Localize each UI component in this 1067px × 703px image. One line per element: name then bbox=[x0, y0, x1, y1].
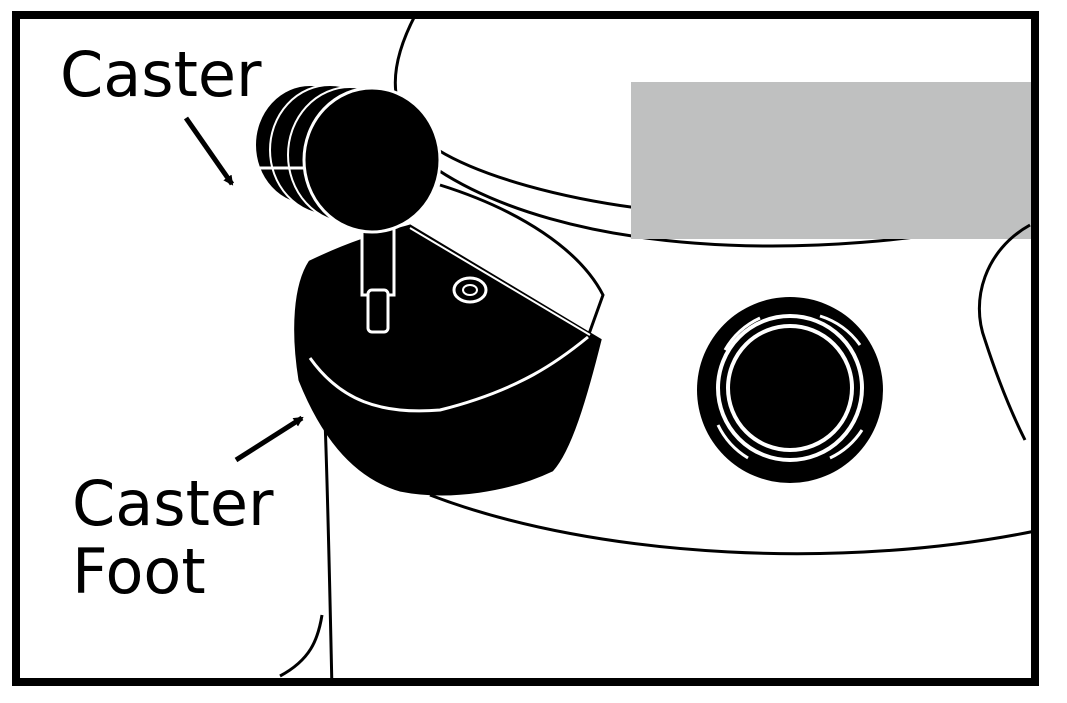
screw-icon bbox=[452, 276, 488, 304]
caster-foot-label-line1: Caster bbox=[72, 467, 274, 540]
caster-foot-arrow-icon bbox=[234, 415, 304, 463]
caster-wheel bbox=[302, 86, 442, 234]
caster-pin bbox=[366, 288, 390, 334]
caster-foot bbox=[294, 224, 602, 496]
caster-label: Caster bbox=[60, 38, 262, 111]
leg-foot-edge bbox=[279, 614, 324, 678]
mount-outline bbox=[439, 183, 605, 346]
lower-body-edge bbox=[429, 493, 1035, 556]
caster-foot-top-edge bbox=[409, 227, 591, 336]
leg-line bbox=[323, 419, 334, 682]
frame bbox=[12, 11, 1039, 686]
caster-stem bbox=[360, 223, 396, 297]
caster-foot-label: Caster Foot bbox=[72, 470, 274, 606]
side-bulge bbox=[977, 223, 1031, 441]
caster-foot-label-line2: Foot bbox=[72, 535, 206, 608]
caster-arrow-icon bbox=[183, 116, 235, 186]
redaction-block bbox=[631, 82, 1035, 239]
caster-foot-edge-line bbox=[308, 335, 589, 413]
